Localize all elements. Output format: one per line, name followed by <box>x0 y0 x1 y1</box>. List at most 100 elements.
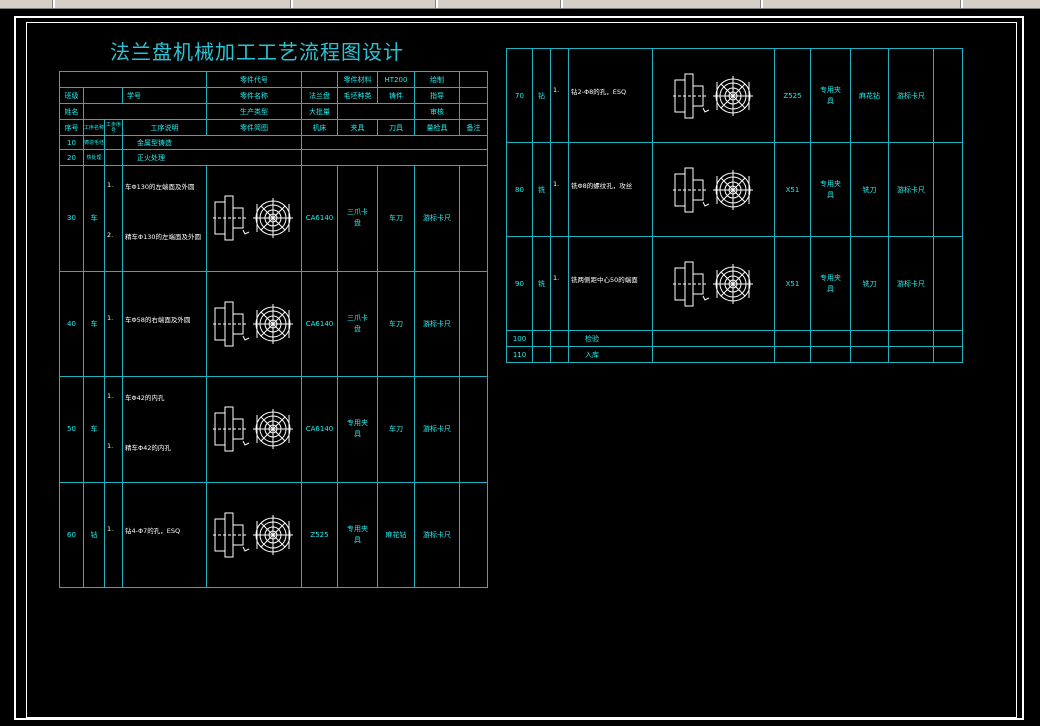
row-steps: 钻2-Φ8的孔，ESQ <box>568 48 653 143</box>
step-number: 2. <box>107 231 114 240</box>
row-fixture: 专用夹具 <box>810 236 851 331</box>
row-op-name: 车 <box>83 376 105 483</box>
guide-label: 指导 <box>414 87 460 104</box>
row-tool: 铣刀 <box>850 236 889 331</box>
row-tool: 麻花钻 <box>377 481 415 588</box>
step-number: 1. <box>553 274 560 282</box>
step-text: 车Φ42的内孔 <box>125 393 165 402</box>
row-fixture: 三爪卡盘 <box>337 270 378 377</box>
row-description: 正火处理 <box>122 149 302 166</box>
row-no: 30 <box>59 165 84 272</box>
part-material-label: 零件材料 <box>337 71 378 88</box>
row-no: 20 <box>59 149 84 166</box>
row-step-no: 1.1. <box>104 376 123 483</box>
part-sketch <box>213 301 293 347</box>
row-machine: Z525 <box>301 481 338 588</box>
row-remark <box>459 376 488 483</box>
row-steps: 车Φ42的内孔精车Φ42的内孔 <box>122 376 207 483</box>
row-remark <box>933 142 963 237</box>
review-value <box>459 103 488 120</box>
step-text: 铣Φ8的螺纹孔，攻丝 <box>571 182 633 190</box>
guide-value <box>459 87 488 104</box>
row-empty <box>652 346 775 363</box>
step-text: 车Φ130的左端面及外圆 <box>125 182 195 191</box>
row-fixture: 三爪卡盘 <box>337 165 378 272</box>
row-machine: X51 <box>774 236 811 331</box>
row-no: 40 <box>59 270 84 377</box>
row-fixture: 专用夹具 <box>810 48 851 143</box>
step-number: 1. <box>107 180 114 189</box>
col-step-no: 工步序号 <box>104 119 123 136</box>
row-no: 90 <box>506 236 533 331</box>
class-value <box>83 87 123 104</box>
row-tool: 铣刀 <box>850 142 889 237</box>
col-op-name: 工序名称 <box>83 119 105 136</box>
row-tool: 车刀 <box>377 165 415 272</box>
row-steps: 铣两侧距中心50的端面 <box>568 236 653 331</box>
row-steps: 钻4-Φ7的孔，ESQ <box>122 481 207 588</box>
row-tool: 麻花钻 <box>850 48 889 143</box>
row-gauge: 游标卡尺 <box>888 142 934 237</box>
row-step-no <box>550 330 569 347</box>
row-empty <box>810 330 851 347</box>
row-machine: X51 <box>774 142 811 237</box>
row-no: 110 <box>506 346 533 363</box>
row-description: 检验 <box>568 330 653 347</box>
row-no: 10 <box>59 135 84 150</box>
step-text: 钻4-Φ7的孔，ESQ <box>125 527 181 536</box>
row-empty <box>652 330 775 347</box>
header-blank <box>59 71 207 88</box>
part-sketch <box>213 406 293 452</box>
row-sketch <box>652 142 775 237</box>
row-gauge: 游标卡尺 <box>888 236 934 331</box>
cad-toolbar-strip[interactable] <box>0 0 1040 9</box>
row-gauge: 游标卡尺 <box>414 481 460 588</box>
production-type-value: 大批量 <box>301 103 338 120</box>
row-description: 金属型铸造 <box>122 135 302 150</box>
row-op-name: 车 <box>83 270 105 377</box>
row-steps: 铣Φ8的螺纹孔，攻丝 <box>568 142 653 237</box>
row-empty <box>774 346 811 363</box>
row-empty <box>774 330 811 347</box>
blank-type-value: 铸件 <box>377 87 415 104</box>
drawn-value <box>459 71 488 88</box>
row-remark <box>459 270 488 377</box>
row-op-name <box>532 330 551 347</box>
step-text: 精车Φ42的内孔 <box>125 444 171 453</box>
col-gauge: 量检具 <box>414 119 460 136</box>
toolbar-separator <box>960 0 963 8</box>
row-machine: CA6140 <box>301 270 338 377</box>
row-gauge: 游标卡尺 <box>888 48 934 143</box>
drawing-title: 法兰盘机械加工工艺流程图设计 <box>110 40 404 64</box>
row-step-no: 1. <box>550 48 569 143</box>
part-sketch <box>672 73 753 118</box>
row-tool: 车刀 <box>377 376 415 483</box>
row-empty <box>888 330 934 347</box>
col-fixture: 夹具 <box>337 119 378 136</box>
step-number: 1. <box>107 314 114 323</box>
row-step-no: 1. <box>104 481 123 588</box>
row-no: 100 <box>506 330 533 347</box>
part-code-label: 零件代号 <box>206 71 302 88</box>
row-remark <box>459 165 488 272</box>
row-sketch <box>206 270 302 377</box>
row-empty <box>850 346 889 363</box>
row-remark <box>459 481 488 588</box>
row-no: 60 <box>59 481 84 588</box>
drawing-border-outer <box>14 16 1024 720</box>
toolbar-separator <box>560 0 563 8</box>
row-gauge: 游标卡尺 <box>414 376 460 483</box>
review-label: 审核 <box>414 103 460 120</box>
student-no-label: 学号 <box>122 87 207 104</box>
row-empty <box>933 330 963 347</box>
process-sheet-left: 零件代号 零件材料 HT200 绘制 班级 学号 零件名称 法兰盘 毛坯种类 铸… <box>59 71 488 588</box>
table-row: 20 热处理 正火处理 <box>59 149 488 166</box>
row-machine: Z525 <box>774 48 811 143</box>
step-number: 1. <box>553 86 560 94</box>
row-no: 50 <box>59 376 84 483</box>
row-step-no: 1. <box>550 142 569 237</box>
production-type-label: 生产类型 <box>206 103 302 120</box>
row-tool: 车刀 <box>377 270 415 377</box>
